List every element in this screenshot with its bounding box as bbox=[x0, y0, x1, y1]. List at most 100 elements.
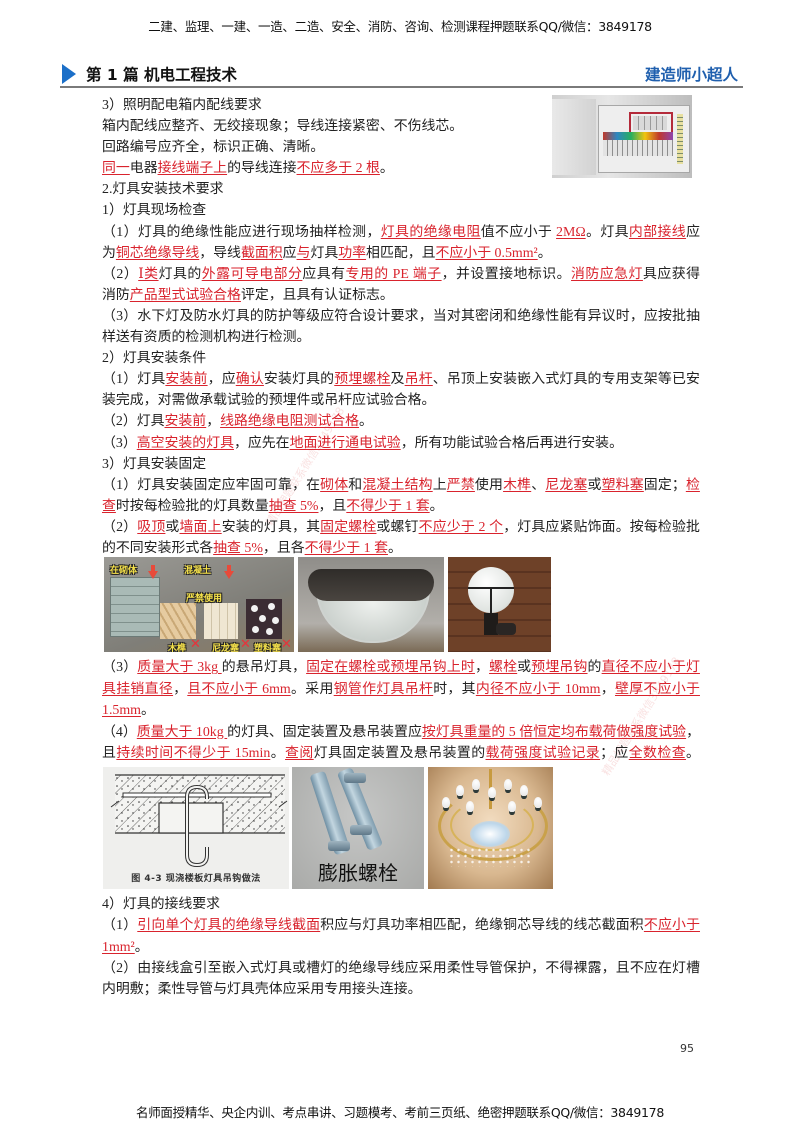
highlighted-term: 不得少于 1 套 bbox=[346, 498, 430, 514]
text-run: 2）灯具安装条件 bbox=[102, 351, 207, 367]
text-run: ，且各 bbox=[262, 540, 305, 556]
lamp-bracket bbox=[496, 623, 516, 635]
text-run: ，所有功能试验合格后再进行安装。 bbox=[400, 435, 623, 451]
highlighted-term: 吸顶 bbox=[137, 519, 166, 535]
highlighted-term: 查阅 bbox=[285, 746, 314, 761]
text-run: （1）灯具 bbox=[102, 372, 166, 388]
text-run: 2.灯具安装技术要求 bbox=[102, 182, 224, 198]
text-run: 消防 bbox=[102, 287, 130, 303]
text-run: 。 bbox=[537, 245, 552, 261]
text-run: （1）灯具的绝缘性能应进行现场抽样检测， bbox=[102, 224, 381, 240]
text-run: 。 bbox=[686, 746, 700, 761]
bulb bbox=[442, 797, 450, 808]
text-run: 电器 bbox=[129, 161, 158, 177]
text-line: （3）水下灯及防水灯具的防护等级应符合设计要求，当对其密闭和绝缘性能有异议时，应… bbox=[102, 306, 700, 327]
text-run: （1） bbox=[102, 918, 138, 934]
brand-name: 建造师小超人 bbox=[644, 66, 738, 84]
chandelier-photo bbox=[428, 767, 553, 889]
highlighted-term: 检 bbox=[685, 477, 700, 493]
text-run: 。灯具 bbox=[585, 224, 629, 240]
text-line: 2.灯具安装技术要求 bbox=[102, 179, 700, 200]
highlighted-term: 截面积 bbox=[240, 245, 283, 261]
text-line: 样送有资质的检测机构进行检测。 bbox=[102, 327, 700, 348]
bottom-banner: 名师面授精华、央企内训、考点串讲、习题模考、考前三页纸、绝密押题联系QQ/微信：… bbox=[136, 1105, 664, 1120]
chapter-title: 第 1 篇 机电工程技术 bbox=[86, 66, 237, 84]
text-line: （1）灯具的绝缘性能应进行现场抽样检测，灯具的绝缘电阻值不应小于 2MΩ。灯具内… bbox=[102, 222, 700, 243]
text-run: 。 bbox=[429, 498, 444, 514]
highlighted-term: 铜芯绝缘导线 bbox=[115, 245, 200, 261]
text-run: 箱内配线应整齐、无绞接现象；导线连接紧密、不伤线芯。 bbox=[102, 119, 464, 135]
text-run: 时，其 bbox=[433, 681, 476, 697]
crystal-drops bbox=[448, 847, 534, 867]
bulb bbox=[504, 779, 512, 790]
text-line: 具挂销直径，且不应小于 6mm。采用钢管作灯具吊杆时，其内径不应小于 10mm，… bbox=[102, 679, 700, 701]
text-run: 安装灯具的 bbox=[263, 372, 335, 388]
bulb bbox=[520, 785, 528, 796]
nylon-plugs bbox=[204, 603, 238, 639]
text-run: ， bbox=[600, 681, 615, 697]
nut bbox=[328, 841, 350, 851]
text-run: 和 bbox=[348, 477, 363, 493]
cross-icon: ✕ bbox=[190, 637, 201, 652]
highlighted-term: Ⅰ类 bbox=[138, 266, 159, 282]
bulb bbox=[456, 785, 464, 796]
highlighted-term: 不得少于 1 套 bbox=[304, 540, 388, 556]
highlighted-term: 严禁 bbox=[446, 477, 475, 493]
highlighted-term: 且不应小于 6mm bbox=[187, 681, 291, 697]
highlighted-term: 预埋吊钩 bbox=[531, 660, 588, 675]
highlighted-term: 载荷强度试验记录 bbox=[485, 746, 601, 761]
text-line: （1）灯具安装固定应牢固可靠，在砌体和混凝土结构上严禁使用木榫、尼龙塞或塑料塞固… bbox=[102, 475, 700, 496]
highlighted-term: 螺栓 bbox=[489, 660, 518, 675]
distribution-box-photo bbox=[552, 95, 692, 178]
text-run: ，并设置接地标识。 bbox=[441, 266, 572, 282]
text-line: 1.5mm。 bbox=[102, 700, 700, 722]
forbidden-anchors-photo: 在砌体 混凝土 严禁使用 木榫 ✕ 尼龙塞 ✕ 塑料塞 ✕ bbox=[104, 557, 294, 652]
triangle-marker-icon bbox=[62, 64, 76, 84]
label-masonry: 在砌体 bbox=[110, 566, 138, 576]
highlighted-term: 固定螺栓 bbox=[320, 519, 377, 535]
bulb bbox=[534, 797, 542, 808]
highlighted-term: 木榫 bbox=[503, 477, 532, 493]
text-run: 使用 bbox=[474, 477, 504, 493]
highlighted-term: 安装前 bbox=[165, 372, 208, 388]
text-line: （1）引向单个灯具的绝缘导线截面积应与灯具功率相匹配，绝缘铜芯导线的线芯截面积不… bbox=[102, 915, 700, 936]
text-run: （2） bbox=[102, 519, 138, 535]
text-section-wiring-requirements: 4）灯具的接线要求（1）引向单个灯具的绝缘导线截面积应与灯具功率相匹配，绝缘铜芯… bbox=[102, 894, 700, 1000]
text-run: （3） bbox=[102, 660, 138, 675]
text-run: 相匹配，且 bbox=[366, 245, 436, 261]
text-run: 或 bbox=[165, 519, 180, 535]
highlighted-term: 固定在螺栓或预埋吊钩上时 bbox=[306, 660, 475, 675]
text-run: 灯具固定装置及悬吊装置的 bbox=[313, 746, 486, 761]
text-run: 或 bbox=[587, 477, 602, 493]
highlighted-term: 质量大于 3kg bbox=[137, 660, 222, 675]
top-banner: 二建、监理、一建、一造、二造、安全、消防、咨询、检测课程押题联系QQ/微信：38… bbox=[148, 19, 652, 34]
colored-wires bbox=[603, 132, 673, 140]
text-line: 内明敷；柔性导管与灯具壳体应采用专用接头连接。 bbox=[102, 979, 700, 1000]
text-run: 的不同安装形式各 bbox=[102, 540, 214, 556]
label-nylon-plug: 尼龙塞 bbox=[212, 644, 240, 652]
down-arrow-icon bbox=[148, 565, 158, 579]
text-line: 3）照明配电箱内配线要求 bbox=[102, 95, 700, 116]
text-run: 应 bbox=[686, 224, 700, 240]
down-arrow-icon bbox=[224, 565, 234, 579]
text-run: 。 bbox=[140, 703, 155, 718]
text-run: 。 bbox=[134, 939, 149, 955]
highlighted-term: 消防应急灯 bbox=[571, 266, 643, 282]
text-run: 的悬吊灯具， bbox=[221, 660, 307, 675]
highlighted-term: 产品型式试验合格 bbox=[129, 287, 241, 303]
text-run: ， bbox=[173, 681, 188, 697]
highlighted-term: 具挂销直径 bbox=[102, 681, 174, 697]
text-line: 回路编号应齐全，标识正确、清晰。 bbox=[102, 137, 700, 158]
text-run: 或螺钉 bbox=[376, 519, 419, 535]
text-line: 2）灯具安装条件 bbox=[102, 348, 700, 369]
header-divider bbox=[60, 86, 743, 88]
text-run: 装完成，对需做承载试验的预埋件或吊杆应试验合格。 bbox=[102, 393, 436, 409]
chandelier-core bbox=[470, 821, 510, 847]
highlighted-term: 安装前 bbox=[164, 414, 207, 430]
text-run: 3）灯具安装固定 bbox=[102, 456, 207, 472]
text-run: 评定，且具有认证标志。 bbox=[240, 287, 394, 303]
highlighted-term: 钢管作灯具吊杆 bbox=[333, 681, 434, 697]
highlighted-term: 地面进行通电试验 bbox=[289, 435, 401, 451]
text-run: 的灯具、固定装置及悬吊装置应 bbox=[227, 724, 422, 740]
text-run: 安装的灯具，其 bbox=[221, 519, 321, 535]
